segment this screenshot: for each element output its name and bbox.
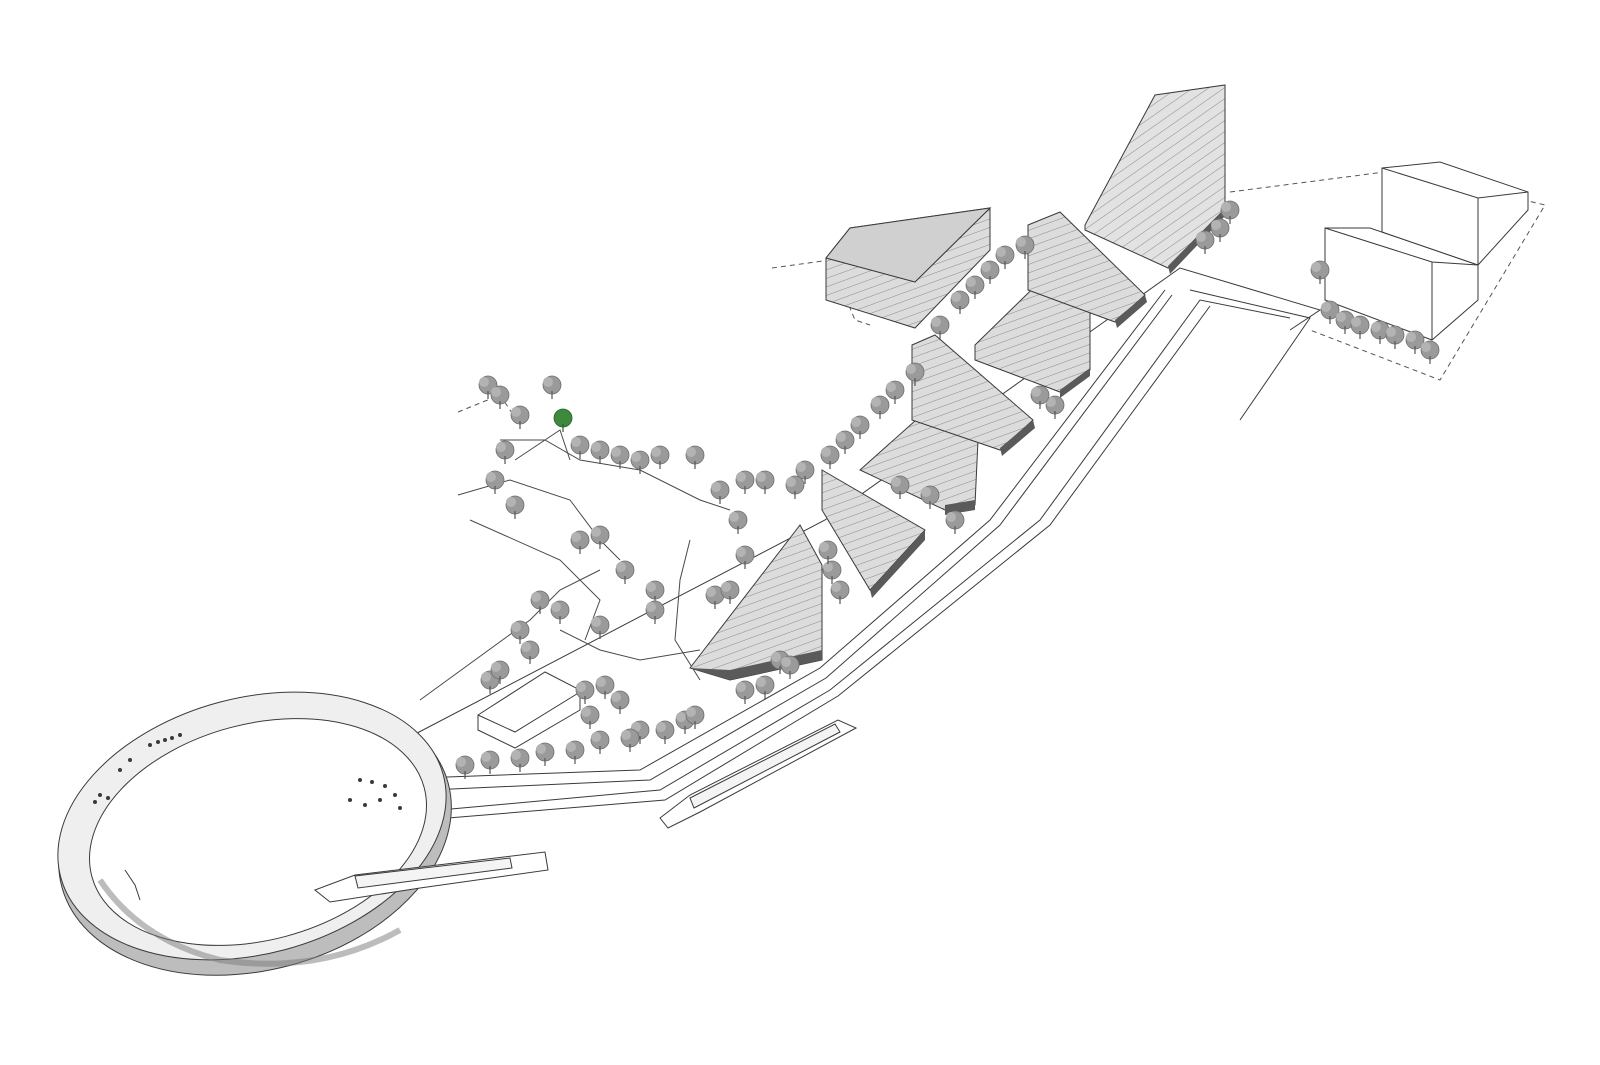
tree-icon: [620, 728, 640, 753]
tree-icon: [615, 560, 635, 585]
tree-icon: [818, 540, 838, 565]
tree-icon: [820, 445, 840, 470]
tree-icon: [735, 680, 755, 705]
boat-right: [659, 719, 858, 829]
tree-icon: [965, 275, 985, 300]
tree-icon: [590, 730, 610, 755]
people-cluster: [93, 733, 402, 810]
tree-icon: [1195, 230, 1215, 255]
tree-icon: [630, 450, 650, 475]
tree-icon: [645, 580, 665, 605]
tree-icon: [485, 470, 505, 495]
tree-icon: [1420, 340, 1440, 365]
tree-icon: [510, 405, 530, 430]
tree-icon: [835, 430, 855, 455]
pavilion-building: [477, 671, 581, 749]
tree-icon: [655, 720, 675, 745]
tree-icon: [590, 525, 610, 550]
tree-highlight: [553, 408, 573, 432]
block-white-2: [1381, 161, 1529, 266]
boat-left: [314, 851, 549, 903]
tree-icon: [1385, 325, 1405, 350]
tree-icon: [520, 640, 540, 665]
tower-mid-4: [1027, 211, 1147, 328]
tree-icon: [685, 445, 705, 470]
tower-mid-2: [911, 334, 1035, 456]
tree-icon: [850, 415, 870, 440]
tree-icon: [590, 440, 610, 465]
block-polygon: [825, 207, 992, 329]
tree-icon: [570, 530, 590, 555]
tree-icon: [755, 470, 775, 495]
tree-icon: [505, 495, 525, 520]
tree-icon: [785, 475, 805, 500]
tree-icon: [830, 580, 850, 605]
quay-outline: [399, 267, 1322, 819]
tree-icon: [480, 750, 500, 775]
tree-icon: [535, 742, 555, 767]
tree-icon: [550, 600, 570, 625]
tree-icon: [610, 690, 630, 715]
tree-icon: [645, 600, 665, 625]
tree-icon: [495, 440, 515, 465]
ring-pier: [57, 691, 452, 976]
tree-icon: [720, 580, 740, 605]
tree-icon: [995, 245, 1015, 270]
tree-icon: [530, 590, 550, 615]
tree-icon: [490, 385, 510, 410]
tree-icon: [780, 655, 800, 680]
tree-icon: [510, 748, 530, 773]
tree-icon: [1350, 315, 1370, 340]
tree-icon: [870, 395, 890, 420]
tree-icon: [542, 375, 562, 400]
tree-icon: [890, 475, 910, 500]
tree-icon: [710, 480, 730, 505]
tree-icon: [980, 260, 1000, 285]
tree-icon: [735, 470, 755, 495]
tree-icon: [650, 445, 670, 470]
tree-icon: [1045, 395, 1065, 420]
tree-icon: [885, 380, 905, 405]
tree-icon: [590, 615, 610, 640]
tree-icon: [822, 560, 842, 585]
tree-icon: [565, 740, 585, 765]
tree-icon: [945, 510, 965, 535]
tree-icon: [950, 290, 970, 315]
tree-icon: [455, 755, 475, 780]
tree-icon: [570, 435, 590, 460]
block-white-1: [1324, 227, 1479, 341]
tree-icon: [510, 620, 530, 645]
tree-icon: [580, 705, 600, 730]
tree-icon: [728, 510, 748, 535]
tower-triangular: [821, 469, 926, 598]
park-paths: [419, 429, 731, 701]
